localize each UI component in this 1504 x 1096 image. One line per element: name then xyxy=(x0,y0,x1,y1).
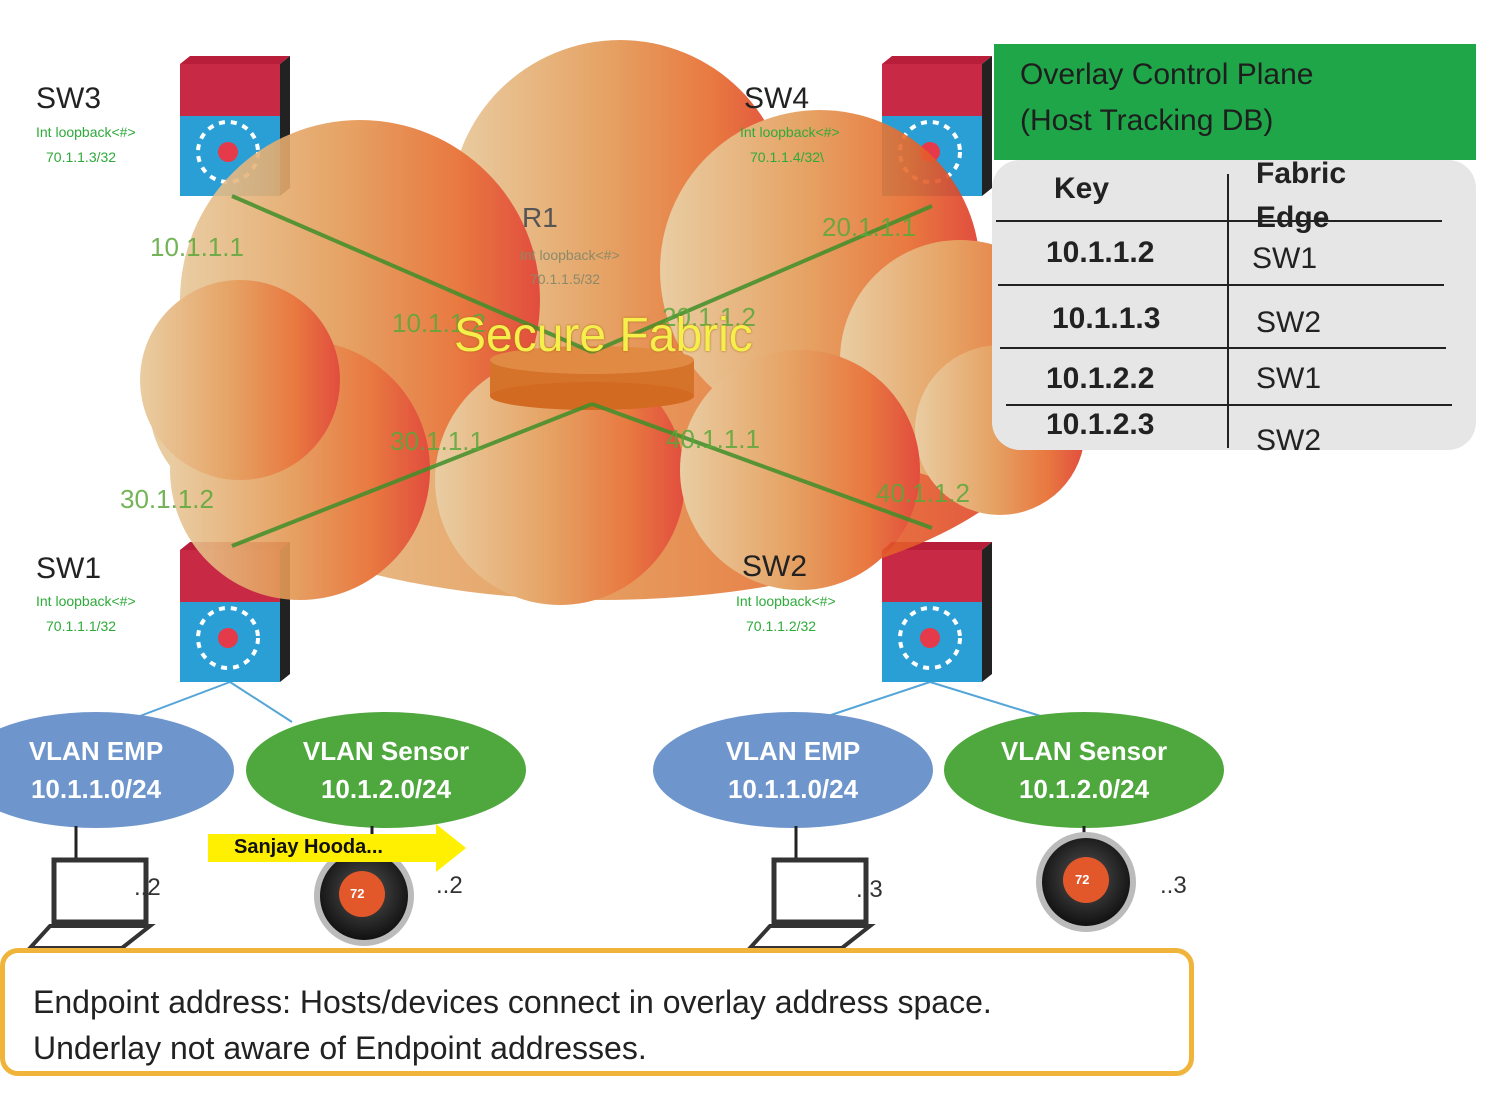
host-address-suffix: ..3 xyxy=(856,876,883,903)
vlan-name: VLAN EMP xyxy=(725,736,861,766)
link-ip-sw3-side: 10.1.1.1 xyxy=(150,232,244,262)
sw1-label: SW1 xyxy=(36,552,102,585)
thermostat-reading: 72 xyxy=(350,886,365,901)
access-links xyxy=(89,681,1061,736)
link-ip-r1-sw2: 40.1.1.1 xyxy=(666,424,760,454)
laptop-icon[interactable] xyxy=(745,857,876,950)
vlan-subnet: 10.1.1.0/24 xyxy=(727,774,859,804)
table-row-edge: SW2 xyxy=(1256,306,1322,339)
thermostat-icon[interactable] xyxy=(314,846,414,946)
link-ip-r1-sw1: 30.1.1.1 xyxy=(390,426,484,456)
host-address-suffix: ..2 xyxy=(436,872,463,899)
sw1-loopback: Int loopback<#> xyxy=(36,593,136,609)
laptop-icon[interactable] xyxy=(25,857,156,950)
link-ip-sw2-side: 40.1.1.2 xyxy=(876,478,970,508)
r1-loopback: Int loopback<#> xyxy=(520,247,620,263)
vlan-name: VLAN Sensor xyxy=(302,736,470,766)
vlan-emp-2 xyxy=(653,712,933,828)
vlan-emp-1 xyxy=(0,712,234,828)
thermostat-reading: 72 xyxy=(1075,872,1090,887)
host-address-suffix: ..3 xyxy=(1160,872,1187,899)
vlan-sensor-label: VLAN Sensor 10.1.2.0/24 xyxy=(958,732,1210,808)
r1-address: 70.1.1.5/32 xyxy=(530,271,601,287)
table-row-edge: SW1 xyxy=(1252,242,1318,275)
link-ip-r1-sw4: 20.1.1.2 xyxy=(662,302,756,332)
vlan-emp-label: VLAN EMP 10.1.1.0/24 xyxy=(667,732,919,808)
vlan-subnet: 10.1.2.0/24 xyxy=(320,774,452,804)
switch-sw2-icon[interactable] xyxy=(882,542,992,682)
r1-label: R1 xyxy=(522,202,558,233)
sw2-label: SW2 xyxy=(742,550,808,583)
link-ip-r1-sw3: 10.1.1.2 xyxy=(392,308,486,338)
link-ip-sw1-side: 30.1.1.2 xyxy=(120,484,214,514)
presenter-arrow-head xyxy=(436,824,466,872)
sw3-loopback: Int loopback<#> xyxy=(36,124,136,140)
thermostat-icon[interactable] xyxy=(1036,832,1136,932)
vlan-sensor-1 xyxy=(246,712,526,828)
sw2-loopback: Int loopback<#> xyxy=(736,593,836,609)
control-plane-subtitle: (Host Tracking DB) xyxy=(1020,104,1274,137)
note-line-2: Underlay not aware of Endpoint addresses… xyxy=(33,1030,647,1066)
vlan-subnet: 10.1.2.0/24 xyxy=(1018,774,1150,804)
fabric-links xyxy=(231,194,933,548)
sw4-loopback: Int loopback<#> xyxy=(740,124,840,140)
vlan-sensor-label: VLAN Sensor 10.1.2.0/24 xyxy=(260,732,512,808)
sw3-address: 70.1.1.3/32 xyxy=(46,149,117,165)
table-row-key: 10.1.1.3 xyxy=(1052,302,1161,335)
vlan-subnet: 10.1.1.0/24 xyxy=(30,774,162,804)
sw1-address: 70.1.1.1/32 xyxy=(46,618,117,634)
sw3-label: SW3 xyxy=(36,82,102,115)
endpoint-note-box: Endpoint address: Hosts/devices connect … xyxy=(0,948,1194,1076)
sw4-address: 70.1.1.4/32\ xyxy=(750,149,824,165)
vlan-sensor-2 xyxy=(944,712,1224,828)
table-row-edge: SW1 xyxy=(1256,362,1322,395)
vlan-name: VLAN Sensor xyxy=(1000,736,1168,766)
tracking-table-lines xyxy=(996,174,1452,448)
vlan-name: VLAN EMP xyxy=(28,736,164,766)
tracking-table-background xyxy=(992,160,1476,450)
vlan-emp-label: VLAN EMP 10.1.1.0/24 xyxy=(0,732,222,808)
table-row-key: 10.1.1.2 xyxy=(1046,236,1155,269)
table-header-key: Key xyxy=(1054,172,1110,205)
presenter-banner: Sanjay Hooda... xyxy=(208,834,438,862)
secure-fabric-cloud xyxy=(140,40,1085,605)
sw2-address: 70.1.1.2/32 xyxy=(746,618,817,634)
host-address-suffix: ..2 xyxy=(134,874,161,901)
overlay-control-plane-box: Overlay Control Plane (Host Tracking DB) xyxy=(994,44,1476,160)
secure-fabric-label: Secure Fabric xyxy=(454,309,753,362)
router-r1-icon[interactable] xyxy=(490,346,694,410)
table-row-key: 10.1.2.3 xyxy=(1046,408,1155,441)
table-row-edge: SW2 xyxy=(1256,424,1322,457)
note-line-1: Endpoint address: Hosts/devices connect … xyxy=(33,984,992,1020)
link-ip-sw4-side: 20.1.1.1 xyxy=(822,212,916,242)
table-header-edge: Fabric Edge xyxy=(1256,157,1347,234)
sw4-label: SW4 xyxy=(744,82,810,115)
control-plane-title: Overlay Control Plane xyxy=(1020,58,1314,91)
table-row-key: 10.1.2.2 xyxy=(1046,362,1155,395)
